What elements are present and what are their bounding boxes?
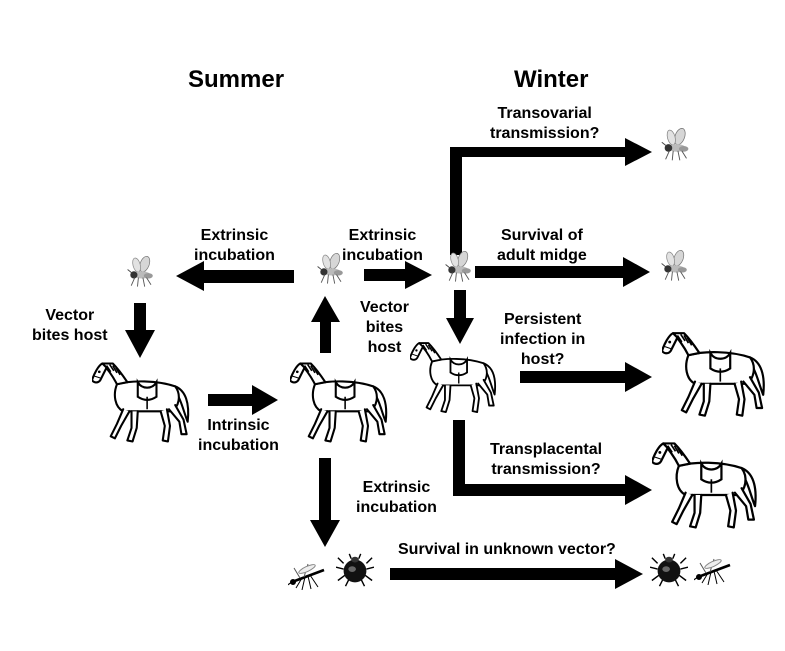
arrow-unknown-vector	[390, 559, 643, 589]
horse-icon	[92, 362, 190, 443]
heading-winter: Winter	[514, 66, 589, 93]
arrow-up-center	[311, 296, 340, 353]
label-extrinsic-mid: Extrinsic incubation	[342, 227, 423, 264]
horse-icon	[410, 342, 497, 413]
label-transplacental: Transplacental transmission?	[490, 441, 603, 478]
horse-icon	[290, 362, 388, 443]
midge-icon	[317, 253, 344, 285]
arrow-intrinsic	[208, 385, 278, 415]
heading-summer: Summer	[188, 66, 285, 93]
label-vector-bites-mid: Vector bites host	[360, 299, 409, 356]
label-extrinsic-left: Extrinsic incubation	[194, 227, 275, 264]
midge-icon	[127, 256, 154, 288]
label-unknown-vector: Survival in unknown vector?	[398, 541, 616, 558]
arrow-transplacental	[453, 420, 652, 505]
arrow-vector-bites-left	[125, 303, 155, 358]
midge-icon	[661, 128, 689, 161]
horse-icon	[662, 332, 765, 417]
arrow-extrinsic-left	[176, 261, 294, 291]
horse-icon	[652, 442, 757, 529]
arrow-extrinsic-bottom	[310, 458, 340, 547]
tick-icon	[650, 553, 688, 587]
arrows	[125, 138, 652, 589]
arrow-vector-bites-mid	[446, 290, 474, 344]
arrow-survival-adult	[475, 257, 650, 287]
mosquito-icon	[288, 561, 326, 590]
arrow-extrinsic-mid	[364, 261, 432, 289]
label-intrinsic: Intrinsic incubation	[198, 417, 279, 454]
arrow-transovarial	[450, 138, 652, 255]
midge-icon	[661, 250, 688, 282]
label-persistent: Persistent infection in host?	[500, 311, 586, 368]
mosquito-icon	[694, 556, 732, 585]
label-survival-adult: Survival of adult midge	[497, 227, 587, 264]
arrow-persistent	[520, 362, 652, 392]
label-transovarial: Transovarial transmission?	[490, 105, 600, 142]
tick-icon	[336, 553, 374, 587]
label-vector-bites-left: Vector bites host	[32, 307, 108, 344]
label-extrinsic-bottom: Extrinsic incubation	[356, 479, 437, 516]
